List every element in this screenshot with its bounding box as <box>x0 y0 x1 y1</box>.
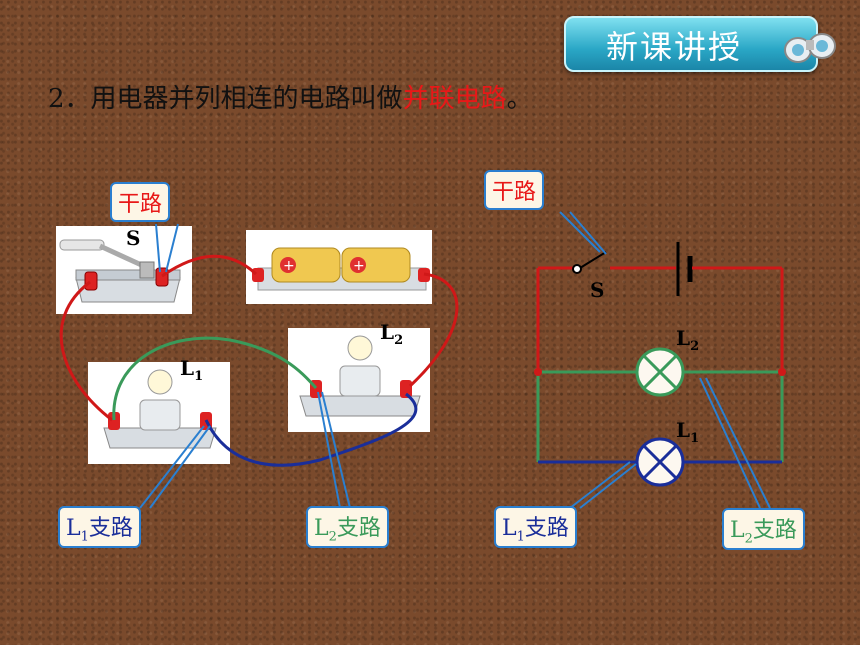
svg-text:+: + <box>353 258 365 274</box>
main-line-callout-left: 干路 <box>110 182 171 222</box>
schematic-switch-label: S <box>590 278 605 302</box>
section-badge: 新课讲授 <box>564 16 818 72</box>
branch-l2-callout-right: L2支路 <box>722 508 805 551</box>
section-badge-title: 新课讲授 <box>606 28 743 66</box>
schematic-l1-label: L1 <box>676 418 700 446</box>
lamp2-label: L2 <box>380 320 404 348</box>
lamp-l2-symbol-icon <box>635 347 685 397</box>
lamp1-label: L1 <box>180 356 204 384</box>
svg-text:+: + <box>283 258 295 274</box>
heading-text: 用电器并列相连的电路叫做 <box>90 84 403 114</box>
heading-end: 。 <box>506 84 533 114</box>
battery-icon: + + <box>252 247 430 291</box>
main-line-callout-right: 干路 <box>484 170 545 210</box>
binoculars-icon <box>784 33 836 63</box>
heading: 2．用电器并列相连的电路叫做并联电路。 <box>48 78 533 115</box>
lamp2-apparatus-icon <box>299 335 421 417</box>
branch-l2-callout-left: L2支路 <box>306 506 389 549</box>
branch-l1-callout-right: L1支路 <box>494 506 577 549</box>
circuit-schematic <box>534 242 786 487</box>
lamp-l1-symbol-icon <box>635 437 685 487</box>
schematic-l2-label: L2 <box>676 326 700 354</box>
branch-l1-callout-left: L1支路 <box>58 506 141 549</box>
switch-label: S <box>126 226 141 250</box>
heading-highlight: 并联电路 <box>402 84 507 114</box>
lamp1-apparatus-icon <box>103 369 217 449</box>
heading-number: 2． <box>48 84 91 114</box>
